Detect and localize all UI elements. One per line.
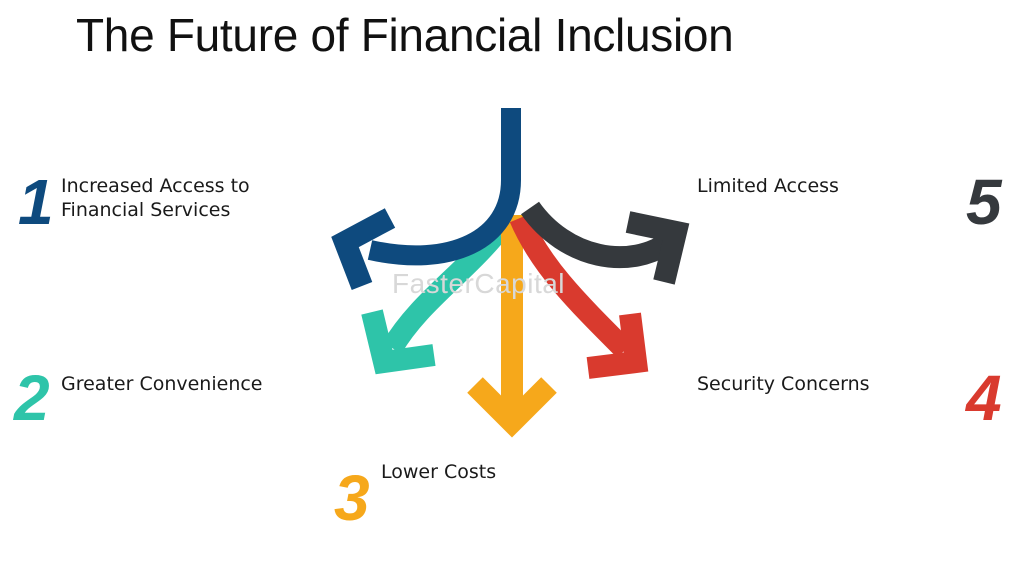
item-number-2: 2 xyxy=(14,362,50,434)
arrow-limited-access xyxy=(520,201,690,285)
item-label-5: Limited Access xyxy=(697,175,839,197)
item-number-5: 5 xyxy=(966,166,1002,238)
item-label-1: Increased Access to Financial Services xyxy=(61,175,250,221)
item-label-3: Lower Costs xyxy=(381,461,497,483)
item-label-4: Security Concerns xyxy=(697,373,870,395)
watermark: FasterCapital xyxy=(392,268,566,299)
page-title: The Future of Financial Inclusion xyxy=(76,9,734,61)
arrow-lower-costs xyxy=(467,215,557,438)
item-number-4: 4 xyxy=(966,362,1002,434)
item-label-2: Greater Convenience xyxy=(61,373,263,395)
item-number-3: 3 xyxy=(334,462,370,534)
arrow-increased-access xyxy=(331,108,521,290)
item-number-1: 1 xyxy=(18,166,54,238)
arrow-security-concerns xyxy=(509,213,649,379)
